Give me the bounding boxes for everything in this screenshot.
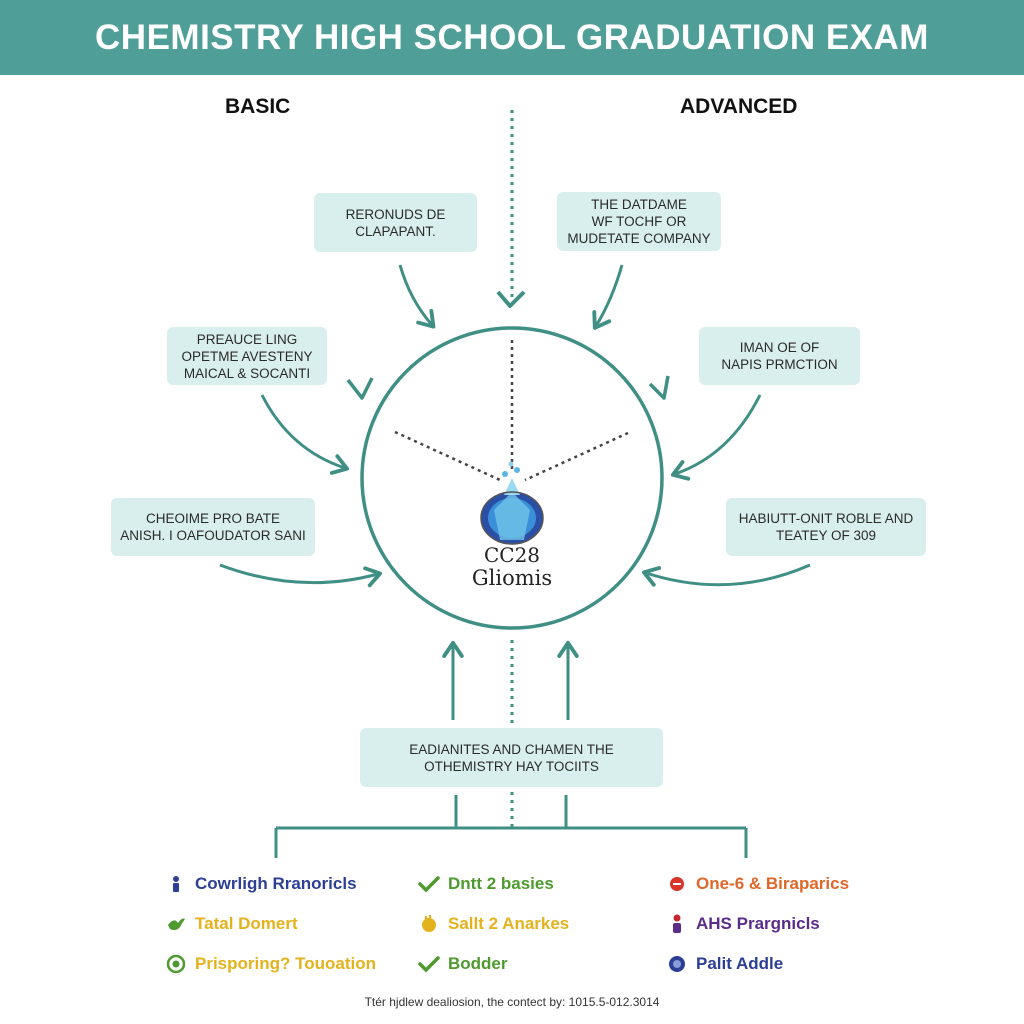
- basic-column-label: BASIC: [225, 95, 291, 118]
- legend-item: Sallt 2 Anarkes: [418, 913, 569, 935]
- person-icon: [165, 873, 187, 895]
- arrow-mid-right: [670, 394, 762, 481]
- header-bar: CHEMISTRY HIGH SCHOOL GRADUATION EXAM: [0, 0, 1024, 75]
- circle-icon: [666, 953, 688, 975]
- arrow-top-left: [398, 264, 436, 329]
- heart-arrow-right: [648, 375, 670, 400]
- bird-icon: [165, 913, 187, 935]
- legend-label: Cowrligh Rranoricls: [195, 874, 357, 893]
- legend-label: One-6 & Biraparics: [696, 874, 850, 893]
- main-circle: [360, 326, 664, 630]
- legend-label: Sallt 2 Anarkes: [448, 914, 570, 933]
- center-code: CC28: [483, 543, 541, 567]
- footer-note: Ttér hjdlew dealiosion, the contect by: …: [364, 995, 660, 1009]
- heart-arrow-left: [346, 377, 374, 400]
- check-icon: [418, 953, 440, 975]
- top-center-arrow: [496, 290, 526, 308]
- badge-icon: [165, 953, 187, 975]
- legend-label: Tatal Domert: [195, 914, 298, 933]
- legend-label: Palit Addle: [696, 954, 784, 973]
- dot-icon: [666, 873, 688, 895]
- legend-label: Dntt 2 basies: [448, 874, 554, 893]
- legend-item: Prisporing? Touoation: [165, 953, 376, 975]
- figure-icon: [666, 913, 688, 935]
- legend-label: AHS Prargnicls: [696, 914, 820, 933]
- arrow-top-right: [592, 264, 624, 330]
- legend-item: AHS Prargnicls: [666, 913, 820, 935]
- page-title: CHEMISTRY HIGH SCHOOL GRADUATION EXAM: [95, 17, 929, 57]
- check-icon: [418, 873, 440, 895]
- advanced-column-label: ADVANCED: [680, 95, 798, 118]
- legend-item: Tatal Domert: [165, 913, 298, 935]
- inner-line-right: [524, 431, 629, 482]
- legend-item: Bodder: [418, 953, 508, 975]
- center-name: Gliomis: [471, 566, 553, 590]
- arrow-low-left: [219, 563, 383, 588]
- arrow-low-right: [641, 563, 811, 587]
- legend-label: Bodder: [448, 954, 508, 973]
- legend-item: Cowrligh Rranoricls: [165, 873, 357, 895]
- legend-item: Palit Addle: [666, 953, 783, 975]
- arrow-mid-left: [260, 394, 350, 475]
- legend-item: One-6 & Biraparics: [666, 873, 849, 895]
- inner-line-left: [394, 430, 501, 482]
- hand-icon: [418, 913, 440, 935]
- legend-item: Dntt 2 basies: [418, 873, 554, 895]
- legend-label: Prisporing? Touoation: [195, 954, 376, 973]
- flask-icon: [480, 461, 544, 545]
